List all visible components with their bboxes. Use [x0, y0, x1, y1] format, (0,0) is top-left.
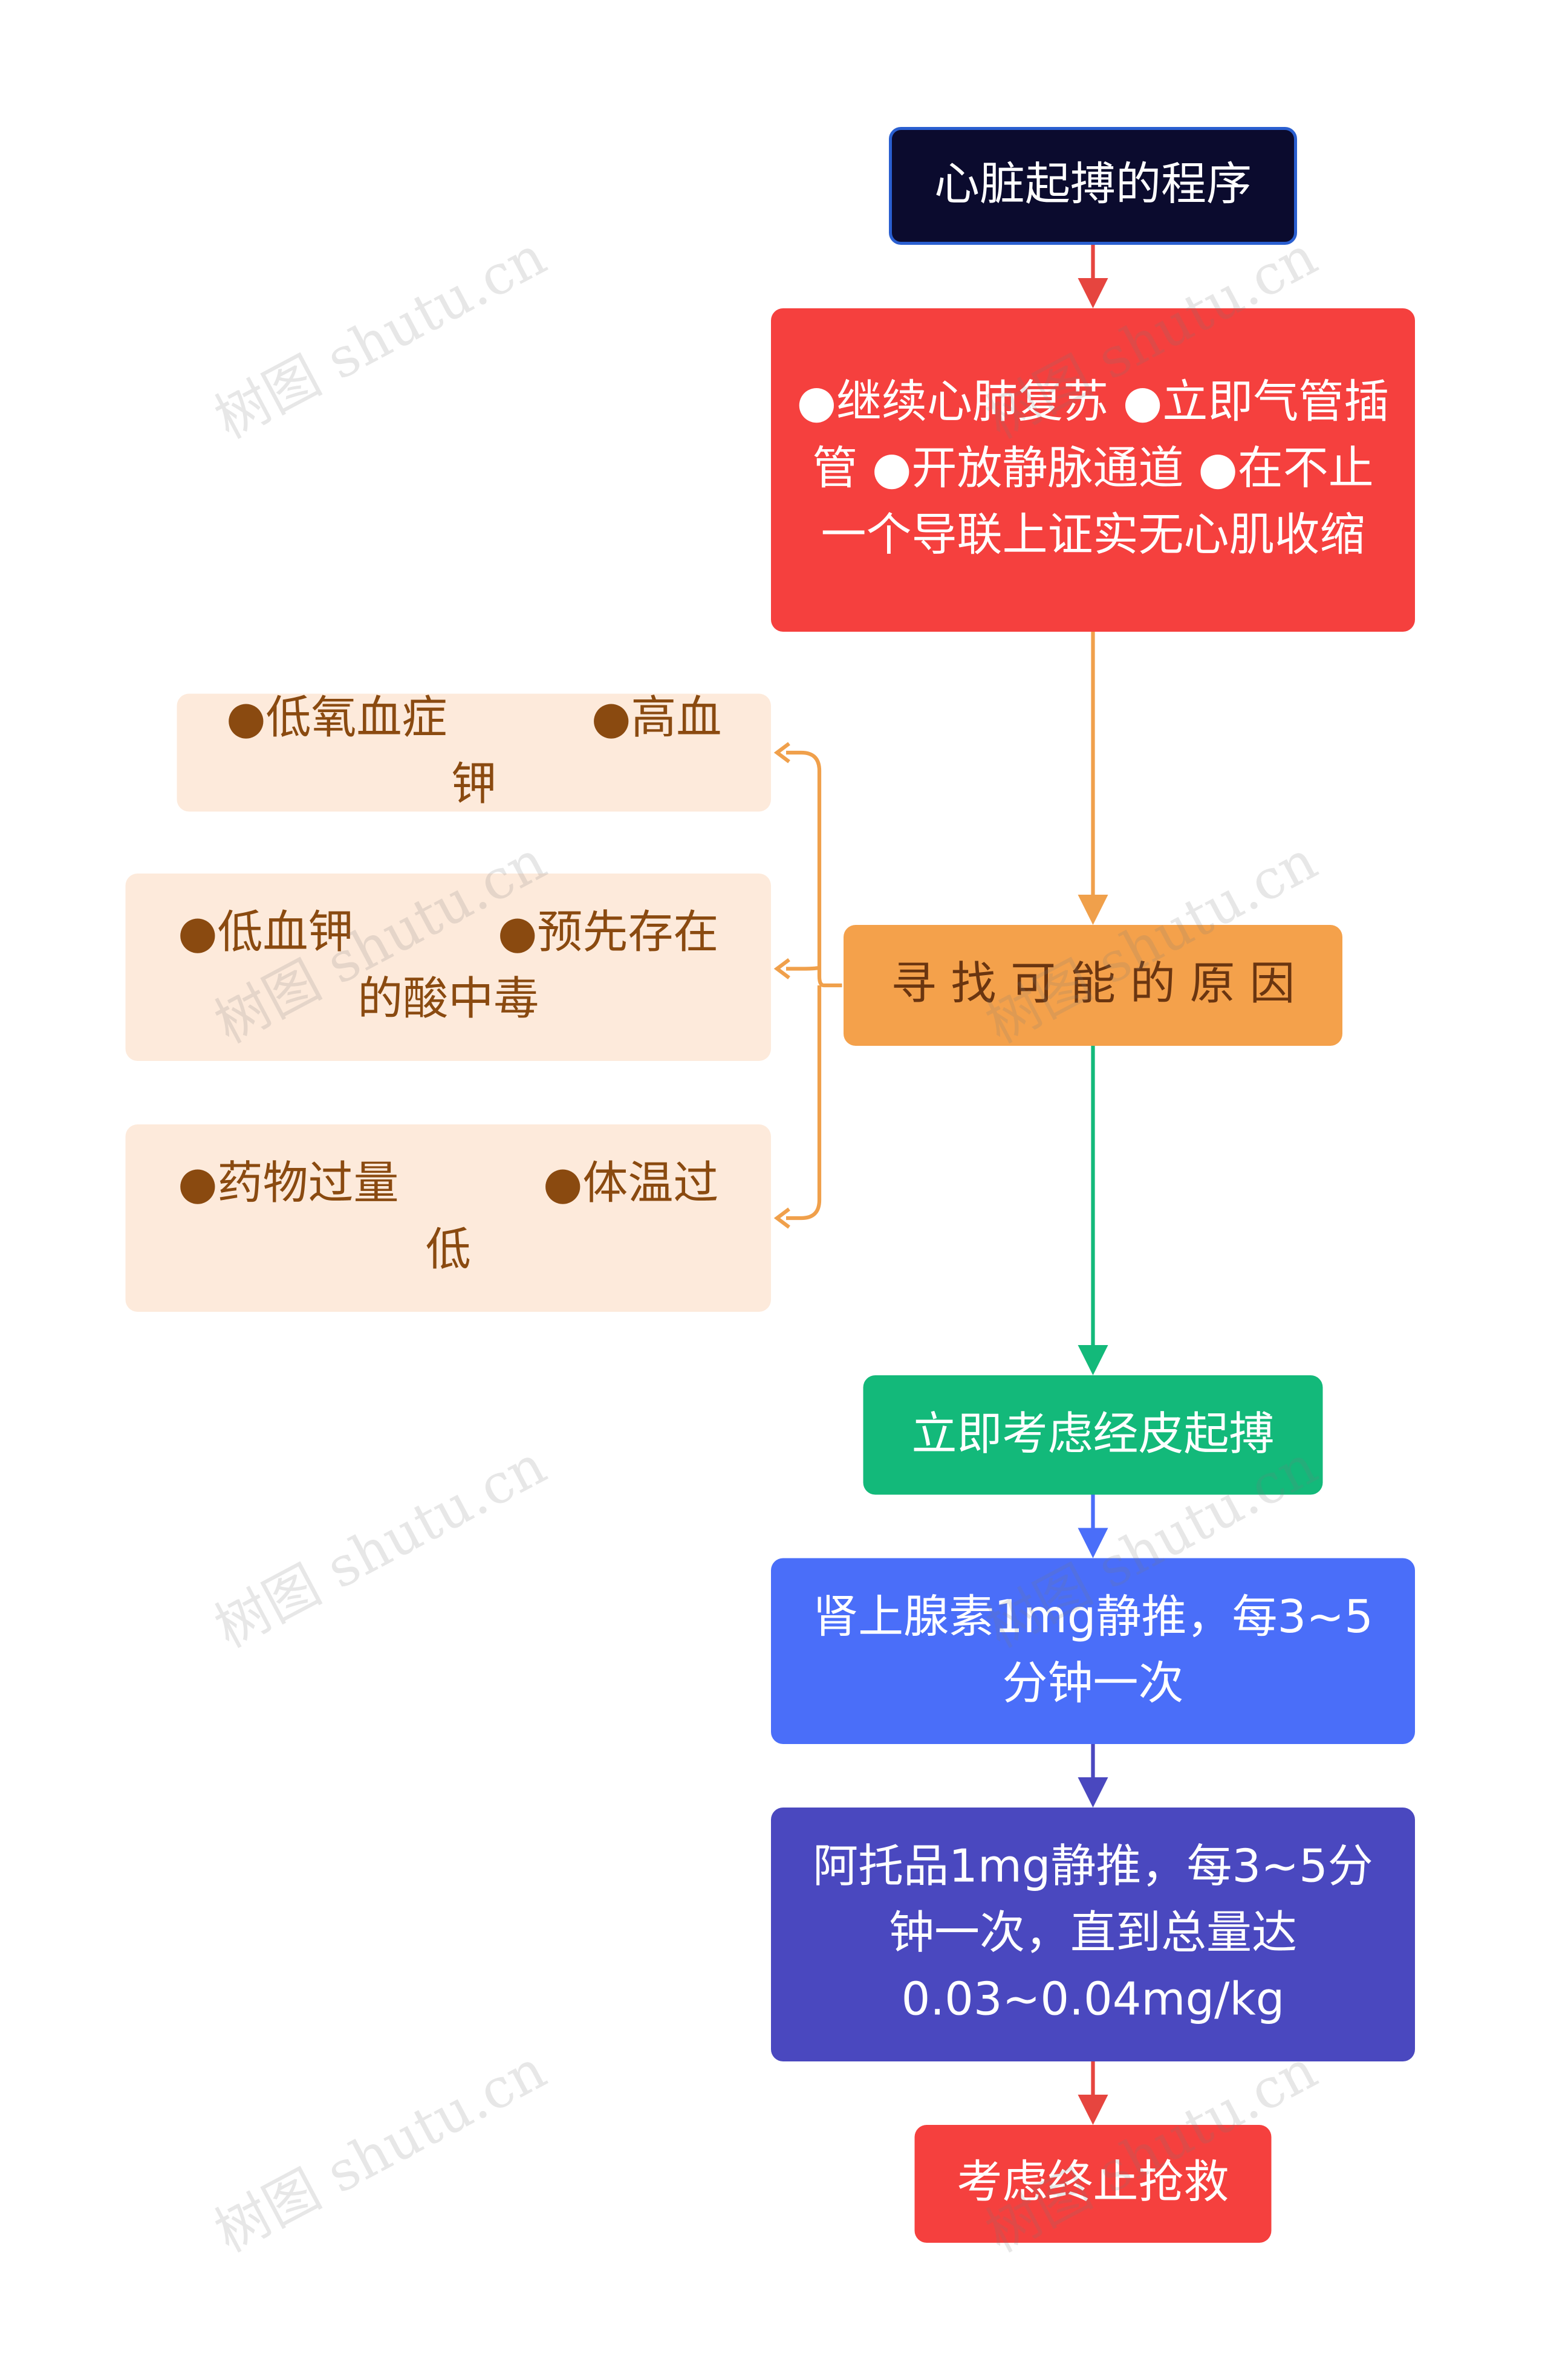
bracket-arrow-3: [773, 1207, 790, 1229]
node-epinephrine: 肾上腺素1mg静推，每3~5分钟一次: [771, 1558, 1415, 1744]
node-step1: ●继续心肺复苏 ●立即气管插管 ●开放静脉通道 ●在不止一个导联上证实无心肌收缩: [771, 308, 1415, 632]
node-causes: 寻 找 可 能 的 原 因: [844, 925, 1342, 1046]
node-start-label: 心脏起搏的程序: [934, 158, 1252, 212]
node-causes-label: 寻 找 可 能 的 原 因: [891, 958, 1295, 1011]
cause-box-2: ●低血钾 ●预先存在的酸中毒: [125, 874, 771, 1061]
node-start: 心脏起搏的程序: [889, 127, 1297, 245]
node-step1-label: ●继续心肺复苏 ●立即气管插管 ●开放静脉通道 ●在不止一个导联上证实无心肌收缩: [796, 376, 1390, 563]
cause-3-label: ●药物过量 ●体温过低: [178, 1158, 719, 1277]
node-pacing-label: 立即考虑经皮起搏: [911, 1407, 1275, 1461]
bracket-arrow-2: [773, 958, 790, 979]
cause-box-3: ●药物过量 ●体温过低: [125, 1124, 771, 1312]
bracket-arrow-1: [773, 742, 790, 764]
node-pacing: 立即考虑经皮起搏: [863, 1375, 1323, 1495]
node-atropine-label: 阿托品1mg静推，每3~5分钟一次，直到总量达0.03~0.04mg/kg: [813, 1841, 1373, 2027]
cause-1-label: ●低氧血症 ●高血钾: [226, 692, 722, 812]
node-stop-label: 考虑终止抢救: [957, 2156, 1229, 2210]
cause-box-1: ●低氧血症 ●高血钾: [177, 692, 771, 812]
node-atropine: 阿托品1mg静推，每3~5分钟一次，直到总量达0.03~0.04mg/kg: [771, 1808, 1415, 2061]
node-stop: 考虑终止抢救: [914, 2125, 1272, 2243]
node-epinephrine-label: 肾上腺素1mg静推，每3~5分钟一次: [813, 1590, 1373, 1710]
bracket-causes: [786, 750, 842, 1221]
cause-2-label: ●低血钾 ●预先存在的酸中毒: [178, 907, 719, 1026]
